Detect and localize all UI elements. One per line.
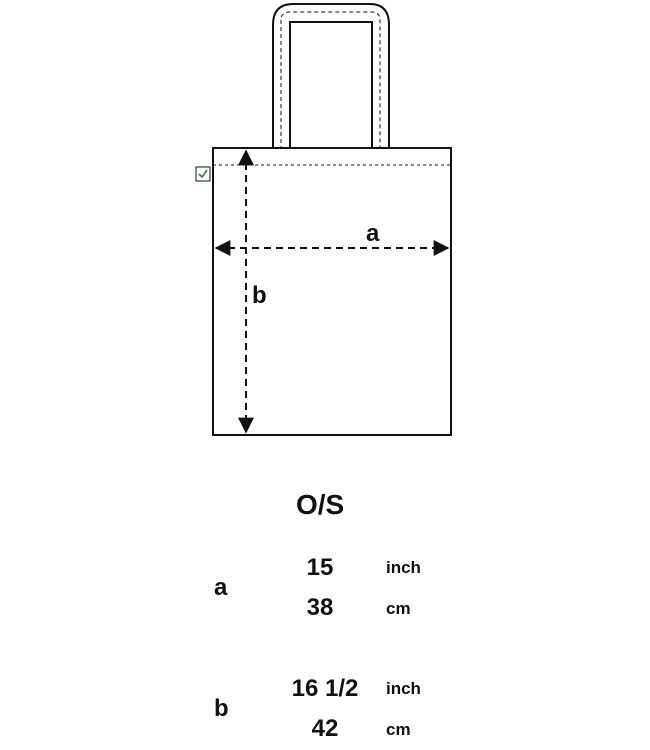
row-b-cm-value: 42 [311, 715, 339, 742]
bag-handle [272, 3, 390, 150]
row-b-label: b [214, 695, 229, 722]
row-a-inch-value: 15 [306, 554, 334, 581]
height-label: b [252, 282, 267, 309]
row-b-inch-unit: inch [386, 679, 421, 698]
care-label-icon [195, 166, 211, 182]
size-header: O/S [296, 489, 345, 520]
tote-bag-diagram: a b [195, 3, 452, 436]
width-label: a [366, 220, 380, 247]
row-b-cm-unit: cm [386, 720, 411, 739]
bag-body [212, 147, 452, 436]
row-b-inch-value: 16 1/2 [291, 675, 359, 702]
row-a-label: a [214, 574, 228, 601]
row-a-cm-value: 38 [306, 594, 334, 621]
row-a-inch-unit: inch [386, 558, 421, 577]
row-a-cm-unit: cm [386, 599, 411, 618]
